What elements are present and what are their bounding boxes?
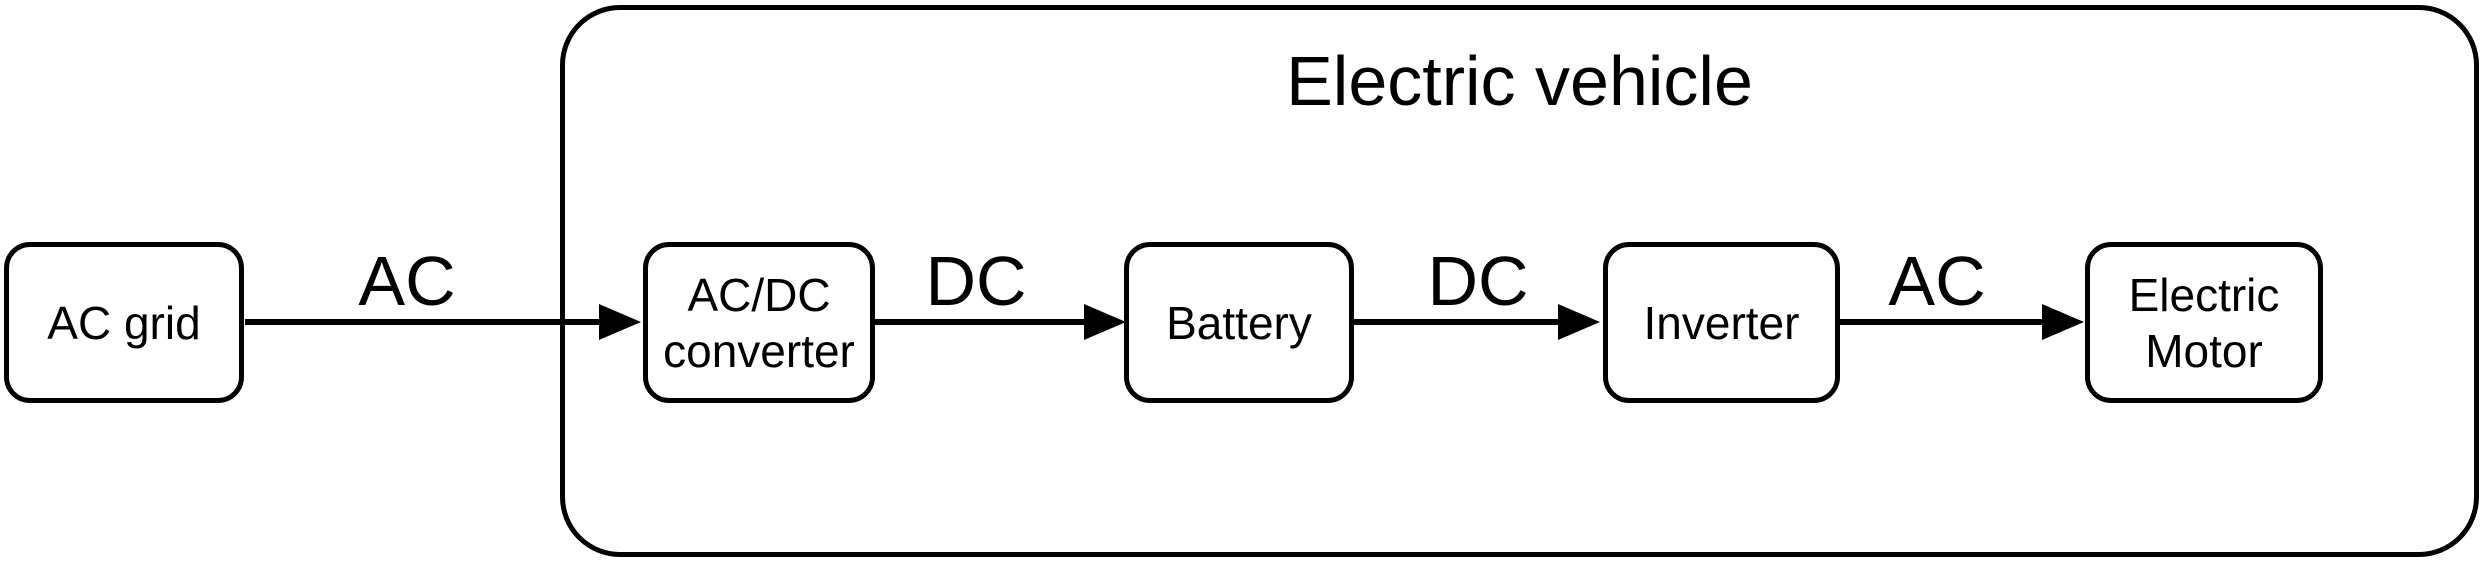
electric-vehicle-container: Electric vehicle [560, 5, 2479, 557]
electric-vehicle-title: Electric vehicle [1286, 42, 1753, 120]
node-battery-label: Battery [1166, 296, 1312, 349]
node-inverter-label: Inverter [1643, 296, 1800, 349]
node-ac-grid: AC grid [4, 242, 244, 403]
node-inverter: Inverter [1603, 242, 1840, 403]
edge-label-dc-1: DC [925, 242, 1027, 320]
node-electric-motor-label: Electric Motor [2128, 268, 2280, 377]
edge-label-ac-2: AC [1888, 242, 1986, 320]
edge-label-ac-1: AC [358, 242, 456, 320]
node-electric-motor: Electric Motor [2085, 242, 2323, 403]
edge-label-dc-2: DC [1427, 242, 1529, 320]
node-ac-grid-label: AC grid [47, 296, 201, 349]
node-acdc-converter-label: AC/DC converter [663, 268, 855, 377]
node-battery: Battery [1124, 242, 1354, 403]
node-acdc-converter: AC/DC converter [643, 242, 875, 403]
